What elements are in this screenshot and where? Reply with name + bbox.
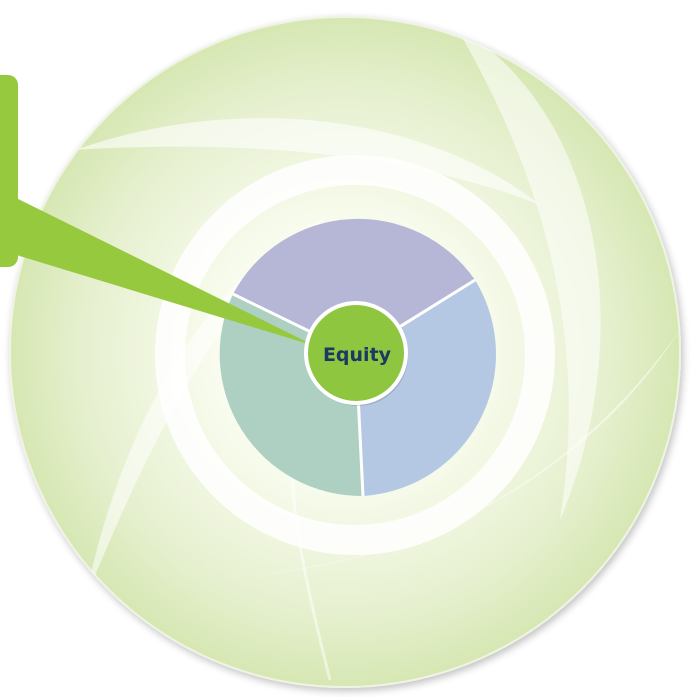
hub-circle	[304, 301, 408, 405]
inner-glow-ring	[155, 155, 555, 555]
top-segment	[233, 218, 475, 354]
callout-pointer	[0, 190, 315, 346]
callout	[0, 75, 315, 346]
hub-label: Equity	[323, 344, 392, 366]
callout-box	[0, 75, 18, 267]
